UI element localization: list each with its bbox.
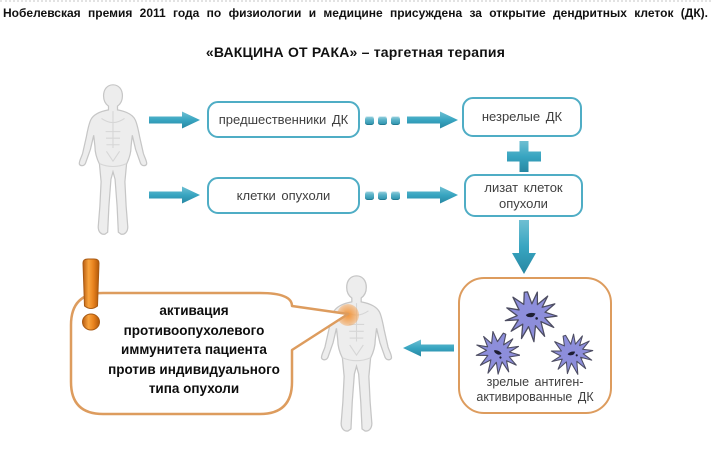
dot-icon [378,116,387,125]
flow-box-label-line1: лизат клеток [484,179,563,195]
exclamation-icon [82,258,100,331]
arrow-down-icon [512,220,536,274]
flow-box-tumor-lysate: лизат клеток опухоли [464,174,583,217]
flow-box-label: незрелые ДК [481,109,563,124]
flow-box-immature-dc: незрелые ДК [462,97,582,137]
flow-box-label: клетки опухоли [236,187,331,203]
arrow-right-icon [149,186,201,204]
mature-dc-caption-line1: зрелые антиген- [486,375,584,389]
bubble-line: против индивидуального [108,361,280,377]
bubble-line: противоопухолевого [123,322,265,338]
dot-icon [378,191,387,200]
flow-box-dc-precursors: предшественники ДК [207,101,360,138]
arrow-right-icon [407,111,459,129]
dot-icon [365,191,374,200]
dendritic-cell-icon [546,333,598,377]
bubble-line: активация [159,303,229,318]
arrow-right-icon [149,111,201,129]
patient-figure-icon [70,84,156,240]
page-subtitle: «ВАКЦИНА ОТ РАКА» – таргетная терапия [205,44,506,60]
mature-dc-caption: зрелые антиген- активированные ДК [460,375,610,405]
page-title: Нобелевская премия 2011 года по физиолог… [3,6,708,20]
ellipsis-dots-icon [365,191,400,200]
dot-icon [365,116,374,125]
arrow-left-icon [403,339,454,357]
dot-icon [391,191,400,200]
speech-bubble [69,291,350,416]
bubble-text: активация противоопухолевого иммунитета … [84,301,304,399]
bubble-line: иммунитета пациента [121,342,267,357]
dendritic-cell-icon [474,331,520,377]
flow-box-tumor-cells: клетки опухоли [207,177,360,214]
flow-box-label: предшественники ДК [218,111,349,127]
bubble-line: типа опухоли [148,381,240,396]
top-border-line [0,0,711,2]
mature-dc-caption-line2: активированные ДК [476,390,594,404]
dot-icon [391,116,400,125]
ellipsis-dots-icon [365,116,400,125]
arrow-right-icon [407,186,459,204]
flow-box-label-line2: опухоли [499,195,548,211]
mature-dc-box: зрелые антиген- активированные ДК [458,277,612,414]
plus-icon [507,141,541,172]
